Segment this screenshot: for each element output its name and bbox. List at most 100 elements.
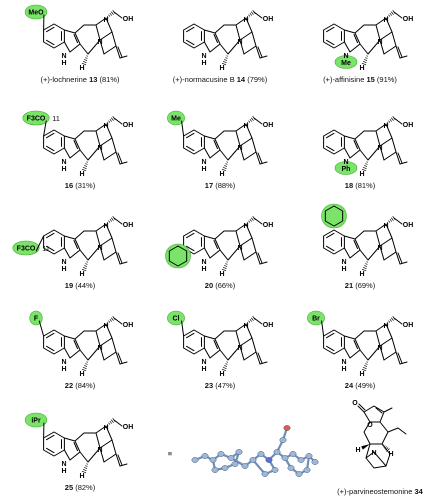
fused-benzo-ring xyxy=(168,245,188,267)
xray-atom xyxy=(271,467,279,473)
methyl-bond xyxy=(383,407,393,413)
ring-c-top xyxy=(214,230,237,240)
ring-c-bottom xyxy=(359,145,381,161)
bond xyxy=(235,223,247,232)
h-label-2: H xyxy=(103,323,108,330)
pyrrole-ring xyxy=(203,135,221,159)
h-label: H xyxy=(219,271,224,278)
bond xyxy=(243,45,257,55)
bond xyxy=(105,425,113,441)
fused-benzo-ring xyxy=(324,205,344,227)
aromatic-double-bond xyxy=(326,132,335,139)
bond xyxy=(375,24,381,41)
ethylidene-bond xyxy=(115,151,121,165)
hash-stroke xyxy=(391,11,394,15)
ethylidene-double xyxy=(117,252,123,264)
bond xyxy=(99,39,105,55)
h-label: H xyxy=(359,65,364,72)
caption-id: 17 xyxy=(205,181,213,190)
oh-label: OH xyxy=(403,222,414,229)
h-hash-bond xyxy=(221,361,229,372)
ring-c-bottom xyxy=(359,345,381,361)
hash-stroke xyxy=(109,219,112,222)
caption-yield: (81%) xyxy=(353,181,376,190)
hash-stroke xyxy=(111,117,114,121)
xray-atom xyxy=(281,455,289,461)
bond xyxy=(103,45,117,55)
pyrrole-ring xyxy=(343,235,361,259)
bond xyxy=(379,137,393,147)
aromatic-double-bond xyxy=(46,39,55,46)
caption-yield: (91%) xyxy=(375,75,398,84)
hash-stroke xyxy=(82,266,87,270)
aromatic-double-bond xyxy=(46,345,55,352)
caption-34: (+)-parvineostemonine 34 xyxy=(337,487,424,496)
aromatic-double-bond xyxy=(326,345,335,352)
substituent-label: F xyxy=(34,316,39,323)
ring-c-top xyxy=(354,230,377,240)
hash-stroke xyxy=(389,319,392,322)
aromatic-double-bond xyxy=(186,26,195,33)
oh-label: OH xyxy=(123,222,134,229)
hash-stroke xyxy=(106,221,109,224)
hash-stroke xyxy=(86,261,89,263)
aromatic-double-bond xyxy=(46,132,55,139)
oh-label: OH xyxy=(263,122,274,129)
h-label: H xyxy=(219,171,224,178)
ethylidene-double xyxy=(257,252,263,264)
xray-atom xyxy=(221,465,229,471)
ethylidene-double xyxy=(257,352,263,364)
h-label-34: H xyxy=(388,451,393,458)
h-hash-bond xyxy=(361,361,369,372)
bond xyxy=(239,31,253,41)
pyrrole-double-bond xyxy=(353,240,358,249)
ring-o-label: O xyxy=(367,422,373,429)
nh-h-label: H xyxy=(201,166,206,173)
ethyl-bond-2 xyxy=(397,427,407,435)
bond xyxy=(99,337,113,347)
ethylidene-methyl xyxy=(399,55,408,59)
oh-label: OH xyxy=(263,16,274,23)
substituent-label: Cl xyxy=(173,316,180,323)
nh-h-label: H xyxy=(201,266,206,273)
h-hash-34 xyxy=(382,444,390,452)
ring-c-bottom xyxy=(79,447,101,463)
bond xyxy=(235,24,241,41)
bond xyxy=(383,45,397,55)
substituent-bond xyxy=(43,120,47,137)
caption-id: 19 xyxy=(65,281,73,290)
bond xyxy=(239,39,245,55)
hash-stroke xyxy=(251,117,254,121)
hash-stroke xyxy=(81,368,87,372)
caption-name: (+)-affinisine xyxy=(323,75,366,84)
pyrrole-double-bond xyxy=(353,34,358,43)
equivalence-symbol: ≡ xyxy=(168,449,173,458)
h-label-2: H xyxy=(243,123,248,130)
hash-stroke xyxy=(364,265,368,267)
nh-n-label: N xyxy=(201,359,206,366)
hash-stroke xyxy=(106,321,109,324)
h-label: H xyxy=(79,473,84,480)
hash-stroke xyxy=(84,467,88,469)
xray-atom xyxy=(297,457,305,463)
h-label-2: H xyxy=(383,323,388,330)
n-substituent-label: Ph xyxy=(342,166,351,173)
ethylidene-bond xyxy=(255,251,261,265)
ethylidene-methyl xyxy=(119,261,128,265)
ring-c-bottom xyxy=(79,345,101,361)
nh-h-label: H xyxy=(61,166,66,173)
h-label-2: H xyxy=(243,17,248,24)
hash-stroke xyxy=(365,163,368,165)
ethylidene-double xyxy=(117,46,123,58)
bond xyxy=(105,323,113,339)
caption-18: 18 (81%) xyxy=(345,181,376,190)
caption-yield: (88%) xyxy=(213,181,236,190)
ethylidene-methyl xyxy=(259,361,268,365)
hash-stroke xyxy=(81,168,87,172)
ethylidene-bond xyxy=(115,251,121,265)
bond xyxy=(99,245,105,261)
nh-h-label: H xyxy=(201,60,206,67)
aromatic-double-bond xyxy=(326,245,335,252)
